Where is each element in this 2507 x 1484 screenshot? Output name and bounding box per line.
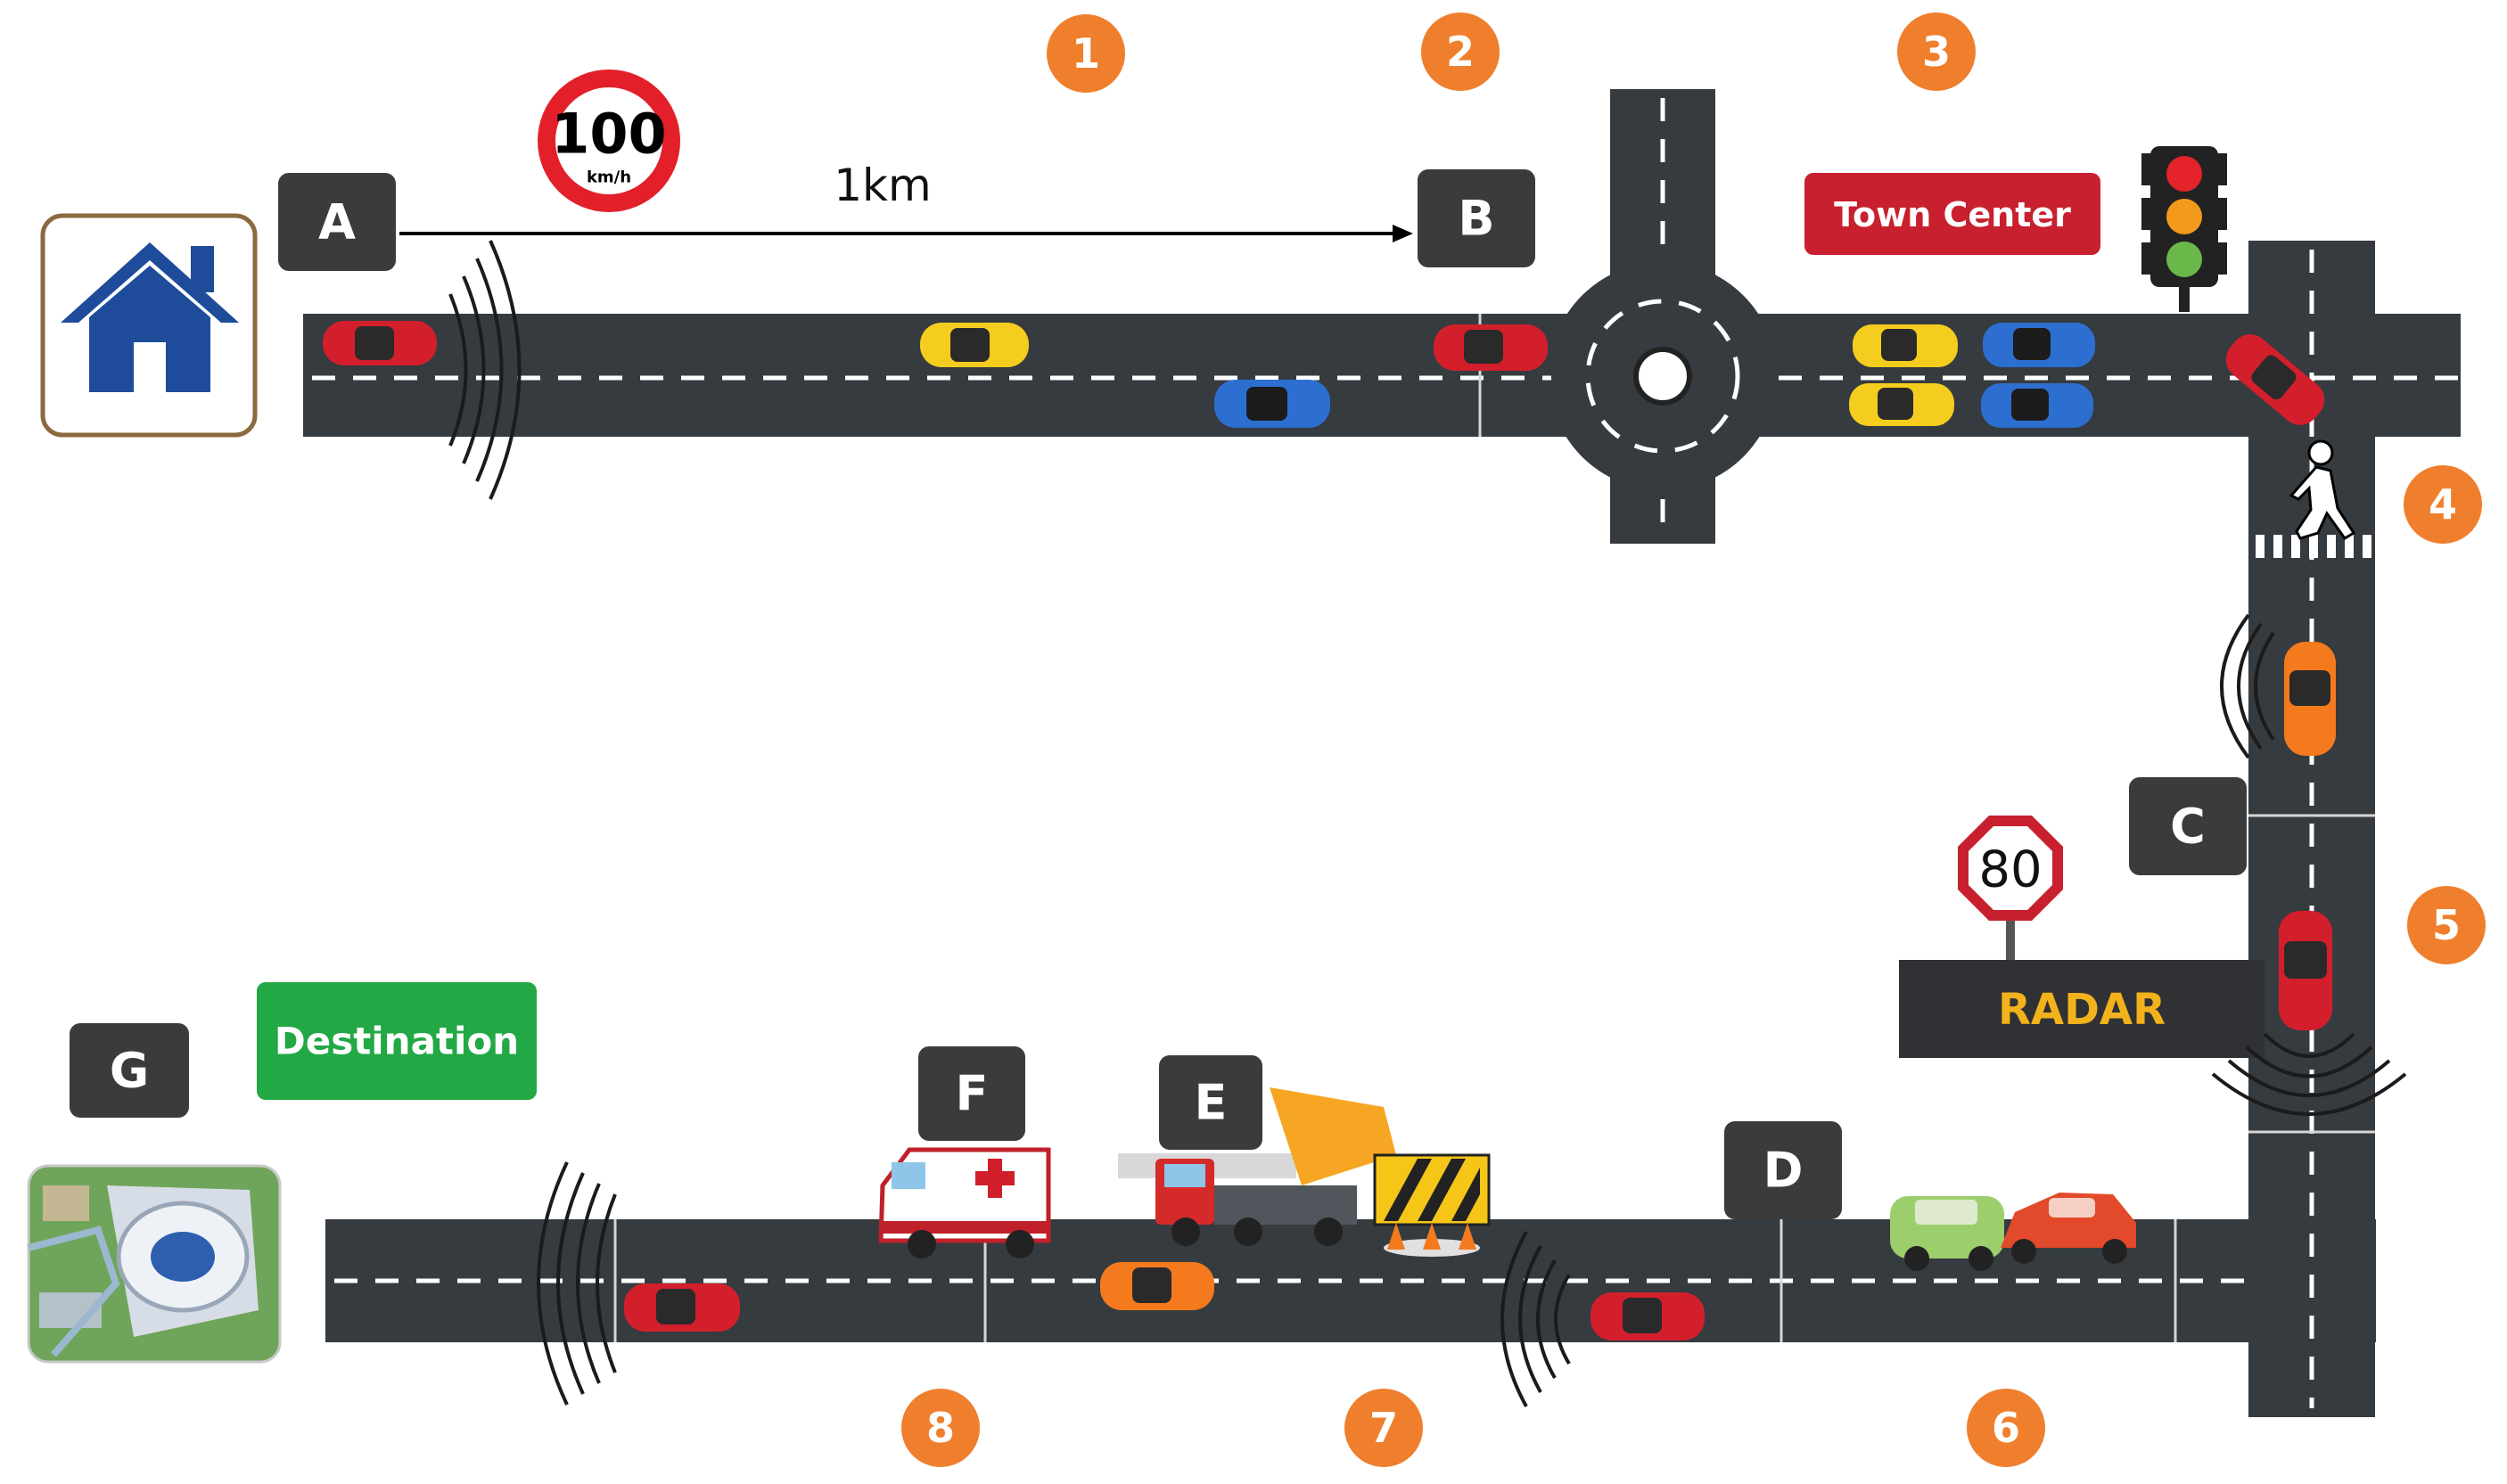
crashed-car-red <box>2001 1193 2136 1264</box>
distance-label: 1km <box>834 160 931 211</box>
step-badge: 1 <box>1047 14 1125 93</box>
waypoint-g: G <box>70 1023 189 1118</box>
step-badge-label: 2 <box>1446 28 1475 76</box>
radar-label: RADAR <box>1998 985 2166 1035</box>
step-badge-label: 4 <box>2429 480 2457 529</box>
car-red <box>323 321 437 365</box>
waypoint-c: C <box>2129 777 2247 875</box>
town-center-label: Town Center <box>1834 195 2071 234</box>
pedestrian-icon <box>2289 439 2356 540</box>
step-badge: 4 <box>2404 465 2482 544</box>
waypoint-g-label: G <box>110 1043 149 1099</box>
road-network <box>303 89 2461 1417</box>
car-yellow <box>1853 324 1958 367</box>
waypoint-a: A <box>278 173 396 271</box>
car-yellow <box>920 323 1029 367</box>
step-badge: 3 <box>1897 12 1976 91</box>
town-center-sign: Town Center <box>1804 173 2100 255</box>
car-yellow <box>1849 383 1954 426</box>
roundabout-island <box>1633 347 1692 406</box>
signal-waves <box>448 240 2407 1407</box>
step-badge: 5 <box>2407 886 2486 964</box>
step-badge-label: 8 <box>926 1404 955 1452</box>
car-orange <box>2284 642 2336 756</box>
waypoint-f-label: F <box>956 1066 989 1122</box>
destination-label: Destination <box>275 1020 519 1063</box>
top-road <box>303 314 2461 437</box>
car-red <box>624 1283 740 1332</box>
step-badge-label: 3 <box>1922 28 1951 76</box>
crashed-car-green <box>1890 1196 2004 1271</box>
step-badge-label: 7 <box>1369 1404 1398 1452</box>
step-badge-label: 6 <box>1992 1404 2020 1452</box>
car-blue <box>1983 323 2095 367</box>
speed-limit-100-sign: 100 km/h <box>538 70 680 212</box>
destination-sign: Destination <box>257 982 537 1100</box>
speed-limit-80-sign: 80 <box>1958 816 2063 963</box>
speed-100-unit: km/h <box>587 168 631 187</box>
car-red <box>2279 911 2332 1030</box>
traffic-light-icon <box>2141 146 2227 312</box>
waypoint-b-label: B <box>1458 191 1494 247</box>
car-red-turning <box>2225 334 2325 425</box>
step-badge: 6 <box>1967 1389 2045 1467</box>
waypoint-a-label: A <box>318 194 356 250</box>
waypoint-f: F <box>918 1046 1025 1141</box>
waypoint-d-label: D <box>1763 1143 1804 1199</box>
speed-80-value: 80 <box>1978 841 2042 899</box>
truck-icon <box>1118 1087 1396 1246</box>
car-blue <box>1981 383 2093 428</box>
home-icon <box>40 213 258 438</box>
waypoint-c-label: C <box>2170 799 2206 855</box>
waypoint-e: E <box>1159 1055 1262 1150</box>
roadwork-barrier-icon <box>1373 1153 1491 1257</box>
car-blue <box>1214 380 1330 428</box>
destination-stadium-icon <box>27 1164 282 1364</box>
car-orange <box>1100 1262 1214 1310</box>
step-badge-label: 5 <box>2432 901 2461 949</box>
step-badge-label: 1 <box>1072 29 1100 78</box>
radar-sign: RADAR <box>1899 960 2265 1058</box>
car-red <box>1434 324 1548 371</box>
waypoint-e-label: E <box>1195 1075 1228 1131</box>
step-badge: 8 <box>901 1389 980 1467</box>
speed-100-value: 100 <box>551 102 666 167</box>
crosswalk <box>2256 535 2371 558</box>
waypoint-d: D <box>1724 1121 1842 1219</box>
ambulance-icon <box>878 1147 1051 1259</box>
distance-arrow: 1km <box>399 160 1413 242</box>
step-badge: 7 <box>1344 1389 1423 1467</box>
waypoint-b: B <box>1418 169 1535 267</box>
step-badge: 2 <box>1421 12 1500 91</box>
car-red <box>1591 1292 1705 1341</box>
